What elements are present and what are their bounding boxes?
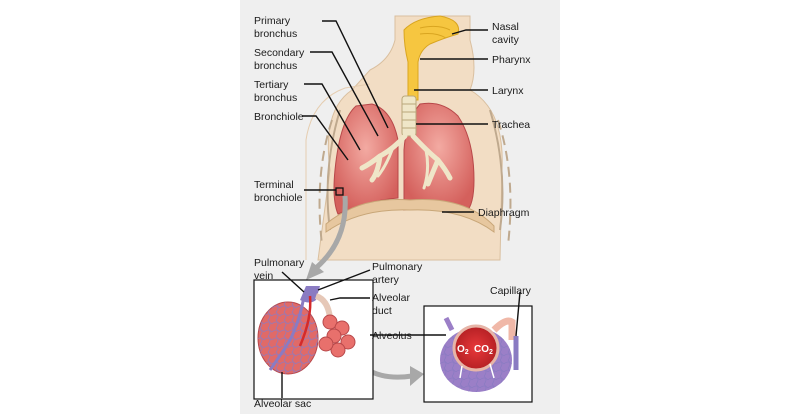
label-pharynx: Pharynx xyxy=(492,54,531,66)
zoom-arrow-2-head xyxy=(410,366,424,386)
label-larynx: Larynx xyxy=(492,85,524,97)
label-alveolus: Alveolus xyxy=(372,330,412,342)
label-capillary: Capillary xyxy=(490,285,532,297)
label-alveolar-sac: Alveolar sac xyxy=(254,398,311,410)
label-bronchiole: Bronchiole xyxy=(254,111,304,123)
label-trachea: Trachea xyxy=(492,119,530,131)
label-diaphragm: Diaphragm xyxy=(478,207,530,219)
